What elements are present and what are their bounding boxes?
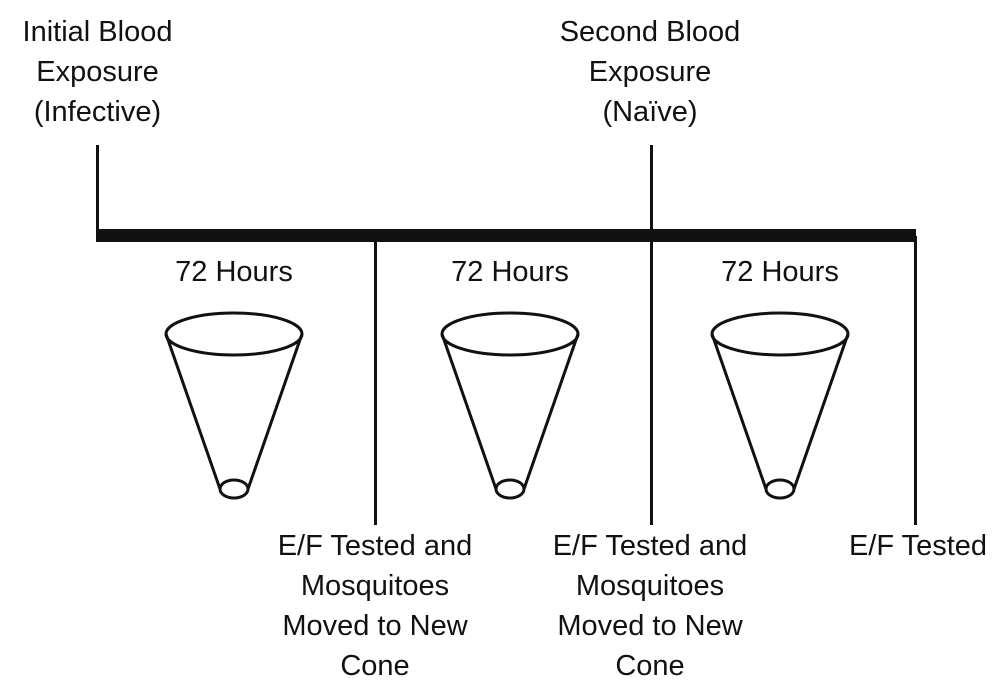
final-test-label: E/F Tested bbox=[838, 526, 998, 566]
initial-exposure-line-1: Initial Blood bbox=[22, 16, 173, 48]
transfer-label-1-line-3: Moved to New bbox=[282, 610, 468, 642]
transfer-label-2-line-4: Cone bbox=[615, 650, 685, 682]
duration-label-3: 72 Hours bbox=[721, 256, 839, 288]
transfer-label-2-line-2: Mosquitoes bbox=[575, 570, 725, 602]
second-exposure-line-3: (Naïve) bbox=[602, 96, 698, 128]
transfer-label-2-line-3: Moved to New bbox=[557, 610, 743, 642]
second-exposure-line-1: Second Blood bbox=[559, 16, 741, 48]
duration-label-2: 72 Hours bbox=[451, 256, 569, 288]
initial-exposure-line-3: (Infective) bbox=[33, 96, 162, 128]
final-test-line-1: E/F Tested bbox=[848, 530, 988, 562]
transfer-label-1-line-1: E/F Tested and bbox=[277, 530, 473, 562]
initial-exposure-line-2: Exposure bbox=[36, 56, 159, 88]
transfer-label-2: E/F Tested and Mosquitoes Moved to New C… bbox=[535, 526, 765, 686]
second-exposure-line-2: Exposure bbox=[588, 56, 712, 88]
transfer-label-1-line-2: Mosquitoes bbox=[300, 570, 450, 602]
cone-icon-3 bbox=[710, 311, 850, 500]
duration-label-1: 72 Hours bbox=[175, 256, 293, 288]
transfer-label-1-line-4: Cone bbox=[340, 650, 410, 682]
timeline-bar bbox=[96, 229, 916, 242]
cone-icon-2 bbox=[440, 311, 580, 500]
transfer-label-1: E/F Tested and Mosquitoes Moved to New C… bbox=[260, 526, 490, 686]
second-exposure-label: Second Blood Exposure (Naïve) bbox=[540, 12, 760, 132]
transfer-label-2-line-1: E/F Tested and bbox=[552, 530, 748, 562]
initial-exposure-label: Initial Blood Exposure (Infective) bbox=[0, 12, 195, 132]
cone-icon-1 bbox=[164, 311, 304, 500]
